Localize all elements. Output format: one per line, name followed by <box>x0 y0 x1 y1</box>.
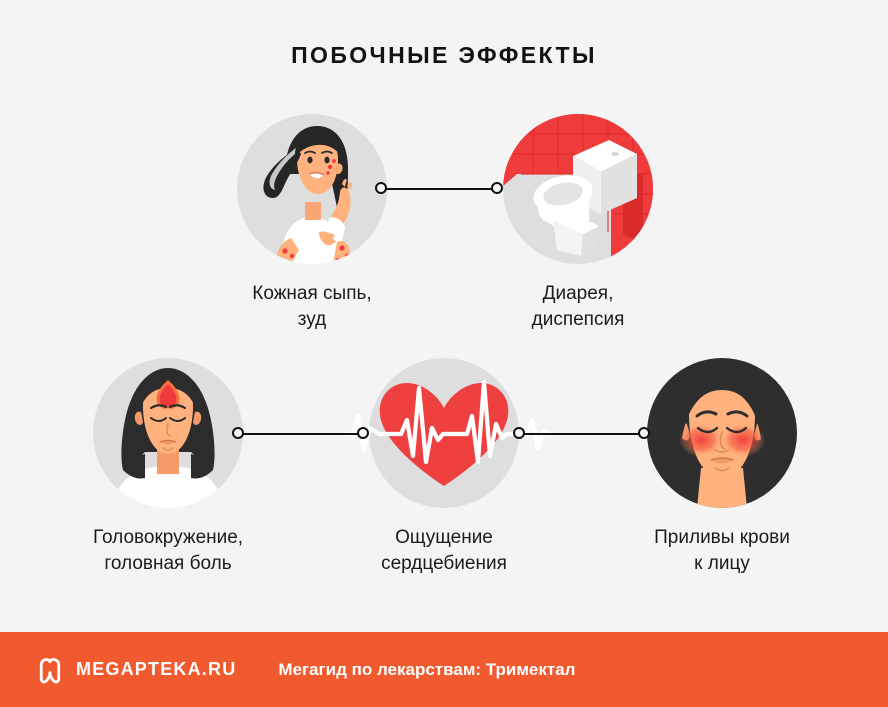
circle-background <box>237 114 387 264</box>
footer-caption: Мегагид по лекарствам: Тримектал <box>278 659 576 679</box>
icon-circle-skin-rash <box>237 114 387 264</box>
connector-dizziness-to-palpitations <box>232 427 369 441</box>
megapteka-m-logo-icon <box>39 657 61 683</box>
connector-node-left <box>375 182 387 194</box>
woman-with-skin-rash-icon <box>263 126 353 264</box>
item-diarrhea: Диарея, диспепсия <box>503 114 653 333</box>
page-title: ПОБОЧНЫЕ ЭФФЕКТЫ <box>291 42 597 68</box>
item-skin-rash: Кожная сыпь, зуд <box>237 114 387 333</box>
circle-background <box>503 114 653 264</box>
icon-circle-palpitations <box>342 358 549 508</box>
connector-palpitations-to-flushing <box>513 427 650 441</box>
connector-node-right <box>638 427 650 439</box>
circle-background <box>647 358 797 508</box>
connector-node-left <box>513 427 525 439</box>
item-dizziness: Головокружение, головная боль <box>93 358 243 577</box>
item-palpitations: Ощущение сердцебиения <box>342 358 549 577</box>
icon-circle-dizziness <box>93 358 243 508</box>
item-label: Приливы крови к лицу <box>654 527 790 574</box>
connector-node-right <box>491 182 503 194</box>
connector-line <box>382 188 496 190</box>
connector-skin-rash-to-diarrhea <box>375 182 503 196</box>
connector-node-left <box>232 427 244 439</box>
connector-line <box>239 433 362 435</box>
connector-line <box>520 433 643 435</box>
item-label: Диарея, диспепсия <box>531 283 625 330</box>
toilet-icon <box>503 114 653 264</box>
woman-with-headache-icon <box>113 368 223 508</box>
icon-circle-diarrhea <box>503 114 653 264</box>
item-label: Ощущение сердцебиения <box>381 527 507 574</box>
connector-node-right <box>357 427 369 439</box>
icon-circle-flushing <box>647 358 797 508</box>
footer-brand[interactable]: MEGAPTEKA.RU <box>76 659 237 679</box>
item-flushing: Приливы крови к лицу <box>647 358 797 577</box>
item-label: Кожная сыпь, зуд <box>252 283 372 330</box>
flushed-face-icon <box>647 364 797 508</box>
footer-bar: MEGAPTEKA.RU Мегагид по лекарствам: Трим… <box>0 632 888 707</box>
circle-background <box>93 358 243 508</box>
item-label: Головокружение, головная боль <box>93 527 244 574</box>
